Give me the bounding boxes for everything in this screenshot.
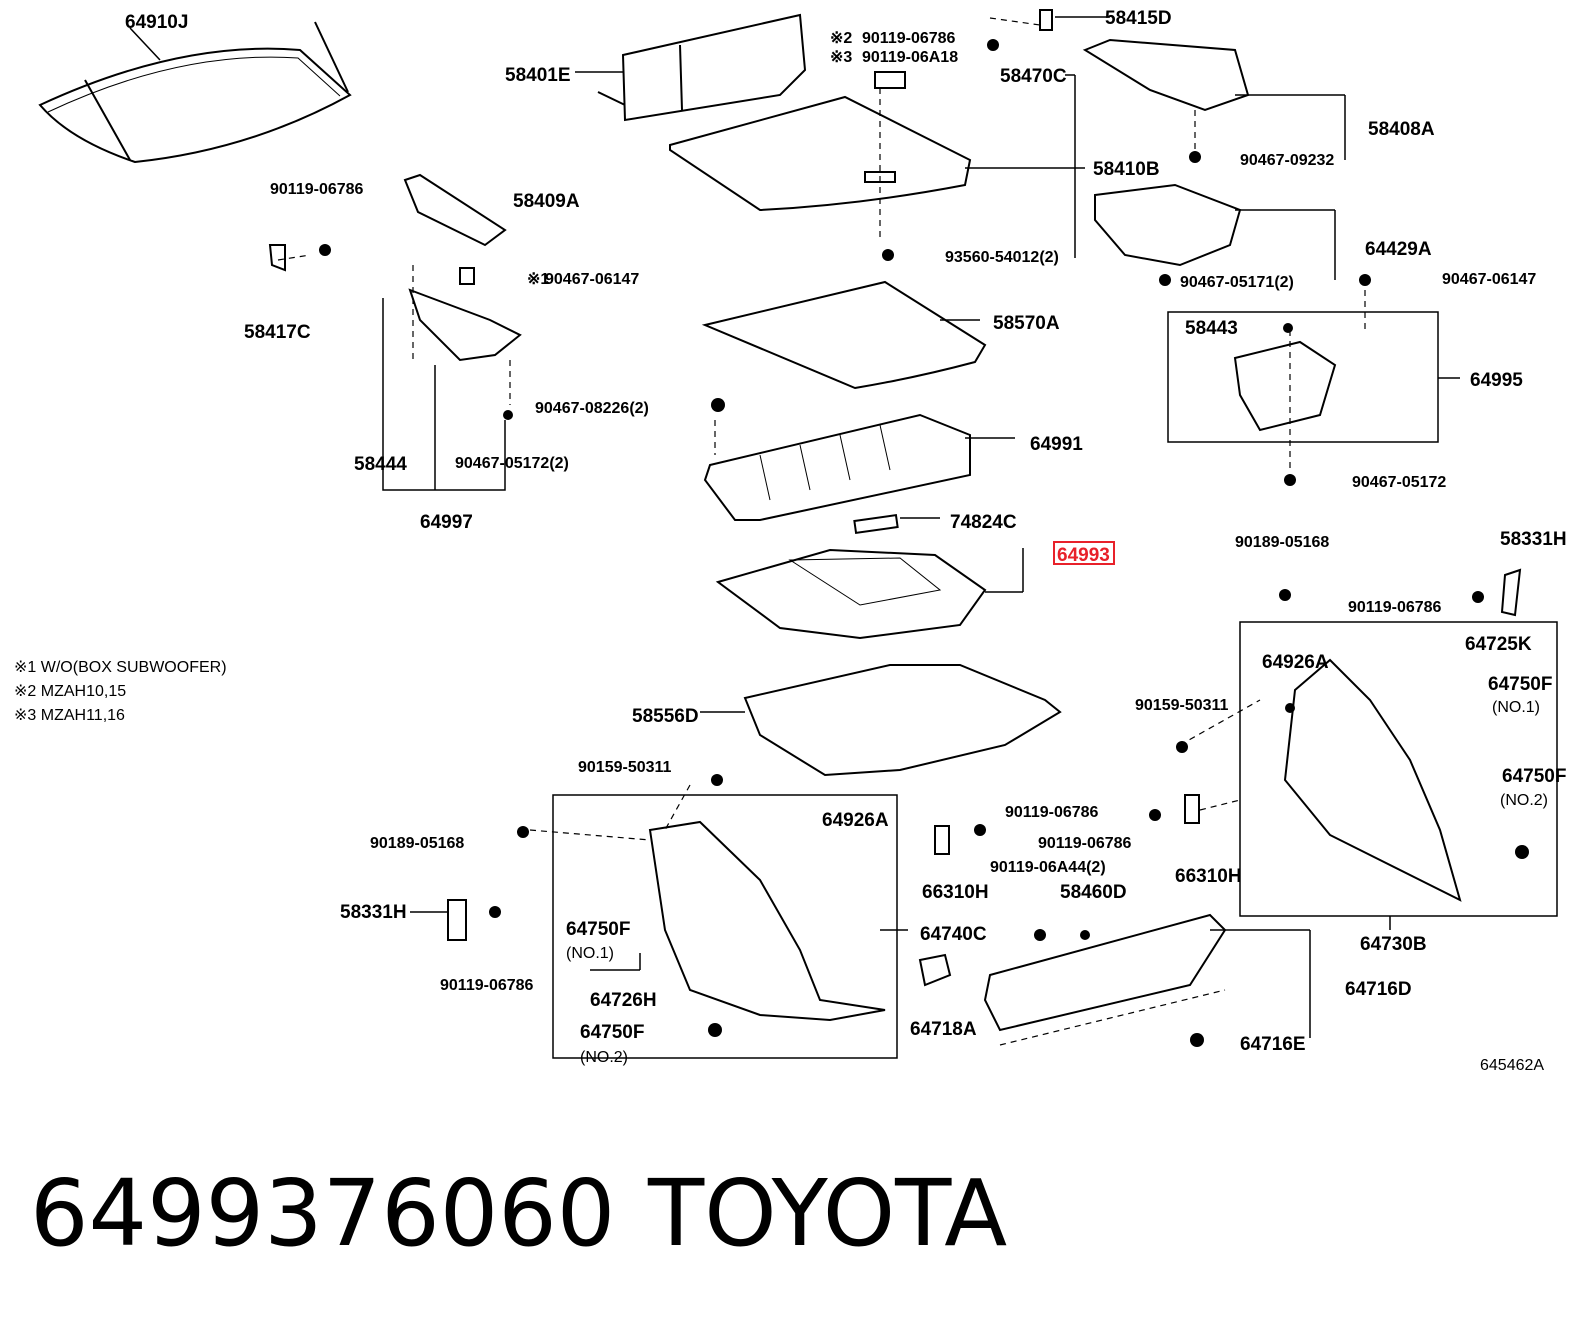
refmark: ※1 — [527, 271, 549, 288]
part-label: 64429A — [1365, 239, 1432, 260]
sub-label: (NO.2) — [580, 1049, 628, 1066]
sub-label: (NO.2) — [1500, 792, 1548, 809]
fastener-label: 90119-06786 — [1038, 835, 1132, 852]
right-side-trim-part — [1283, 658, 1462, 902]
trim-strip-part — [403, 173, 507, 247]
part-label: 58415D — [1105, 8, 1172, 29]
highlight-box — [1053, 541, 1115, 565]
fastener-label: 90189-05168 — [1235, 534, 1329, 551]
cover-strip-part — [853, 514, 899, 534]
fastener-label: 90119-06A44(2) — [990, 859, 1106, 876]
part-label: 64750F — [1502, 766, 1566, 787]
left-side-trim-part — [648, 820, 886, 1022]
part-label: 58570A — [993, 313, 1060, 334]
fastener-label: 90119-06786 — [1005, 804, 1099, 821]
footnote: ※2 MZAH10,15 — [14, 683, 126, 700]
part-label: 58443 — [1185, 318, 1238, 339]
part-number: 6499376060 — [30, 1160, 615, 1267]
sill-plate-part — [983, 913, 1227, 1032]
side-bracket-part — [408, 288, 522, 362]
fastener-label: 90467-06147 — [545, 271, 639, 288]
tonneau-cover-part — [38, 21, 352, 164]
fastener-label: 90467-05172 — [1352, 474, 1446, 491]
part-label: 58331H — [340, 902, 407, 923]
part-label: 64750F — [580, 1022, 644, 1043]
storage-bin-part — [1233, 340, 1337, 432]
footnote: ※3 MZAH11,16 — [14, 707, 125, 724]
fastener-label: 90467-05172(2) — [455, 455, 569, 472]
sub-label: (NO.1) — [566, 945, 614, 962]
part-label: 58410B — [1093, 159, 1160, 180]
fastener-label: 90119-06786 — [862, 30, 956, 47]
fastener-label: 90119-06A18 — [862, 49, 958, 66]
partition-panel-part — [597, 13, 807, 122]
refmark: ※2 — [830, 30, 852, 47]
floor-mat-part — [701, 280, 987, 390]
fastener-label: 93560-54012(2) — [945, 249, 1059, 266]
part-label: 64725K — [1465, 634, 1532, 655]
part-label: 58408A — [1368, 119, 1435, 140]
part-label: 64991 — [1030, 434, 1083, 455]
part-label: 64726H — [590, 990, 657, 1011]
highlighted-part-label: 64993 — [1057, 545, 1110, 566]
part-label: 64750F — [1488, 674, 1552, 695]
deck-tray-part — [703, 413, 971, 521]
part-label: 58331H — [1500, 529, 1567, 550]
floor-handle-part — [874, 71, 906, 89]
part-label: 58401E — [505, 65, 571, 86]
part-label: 66310H — [922, 882, 989, 903]
footnote: ※1 W/O(BOX SUBWOOFER) — [14, 659, 227, 676]
fastener-label: 90119-06786 — [440, 977, 534, 994]
part-label: 64995 — [1470, 370, 1523, 391]
storage-box-part — [1094, 183, 1242, 267]
fastener-label: 90467-06147 — [1442, 271, 1536, 288]
fastener-label: 90159-50311 — [1135, 697, 1229, 714]
part-label: 58444 — [354, 454, 407, 475]
fastener-label: 90189-05168 — [370, 835, 464, 852]
diagram-code: 645462A — [1480, 1057, 1544, 1074]
part-label: 66310H — [1175, 866, 1242, 887]
part-label: 64740C — [920, 924, 987, 945]
part-label: 58409A — [513, 191, 580, 212]
floor-board-part — [669, 95, 972, 212]
part-label: 58556D — [632, 706, 699, 727]
clip-bracket-part — [268, 244, 286, 272]
part-label: 74824C — [950, 512, 1017, 533]
part-label: 64926A — [1262, 652, 1329, 673]
part-label: 64730B — [1360, 934, 1427, 955]
part-label: 64926A — [822, 810, 889, 831]
part-label: 58460D — [1060, 882, 1127, 903]
part-label: 64716E — [1240, 1034, 1306, 1055]
part-label: 64718A — [910, 1019, 977, 1040]
part-label: 64750F — [566, 919, 630, 940]
side-board-part — [1082, 38, 1250, 112]
sub-label: (NO.1) — [1492, 699, 1540, 716]
fastener-label: 90119-06786 — [1348, 599, 1442, 616]
bracket-part — [1039, 9, 1053, 31]
part-label: 64997 — [420, 512, 473, 533]
fastener-label: 90159-50311 — [578, 759, 672, 776]
part-label: 58417C — [244, 322, 311, 343]
luggage-tray-part — [715, 548, 987, 640]
floor-insulator-part — [743, 664, 1062, 777]
fastener-label: 90467-05171(2) — [1180, 274, 1294, 291]
part-label: 58470C — [1000, 66, 1067, 87]
fastener-label: 90467-08226(2) — [535, 400, 649, 417]
refmark: ※3 — [830, 49, 852, 66]
fastener-label: 90119-06786 — [270, 181, 364, 198]
fastener-label: 90467-09232 — [1240, 152, 1334, 169]
part-label: 64716D — [1345, 979, 1412, 1000]
brand-name: TOYOTA — [647, 1160, 1007, 1267]
part-label: 64910J — [125, 12, 188, 33]
